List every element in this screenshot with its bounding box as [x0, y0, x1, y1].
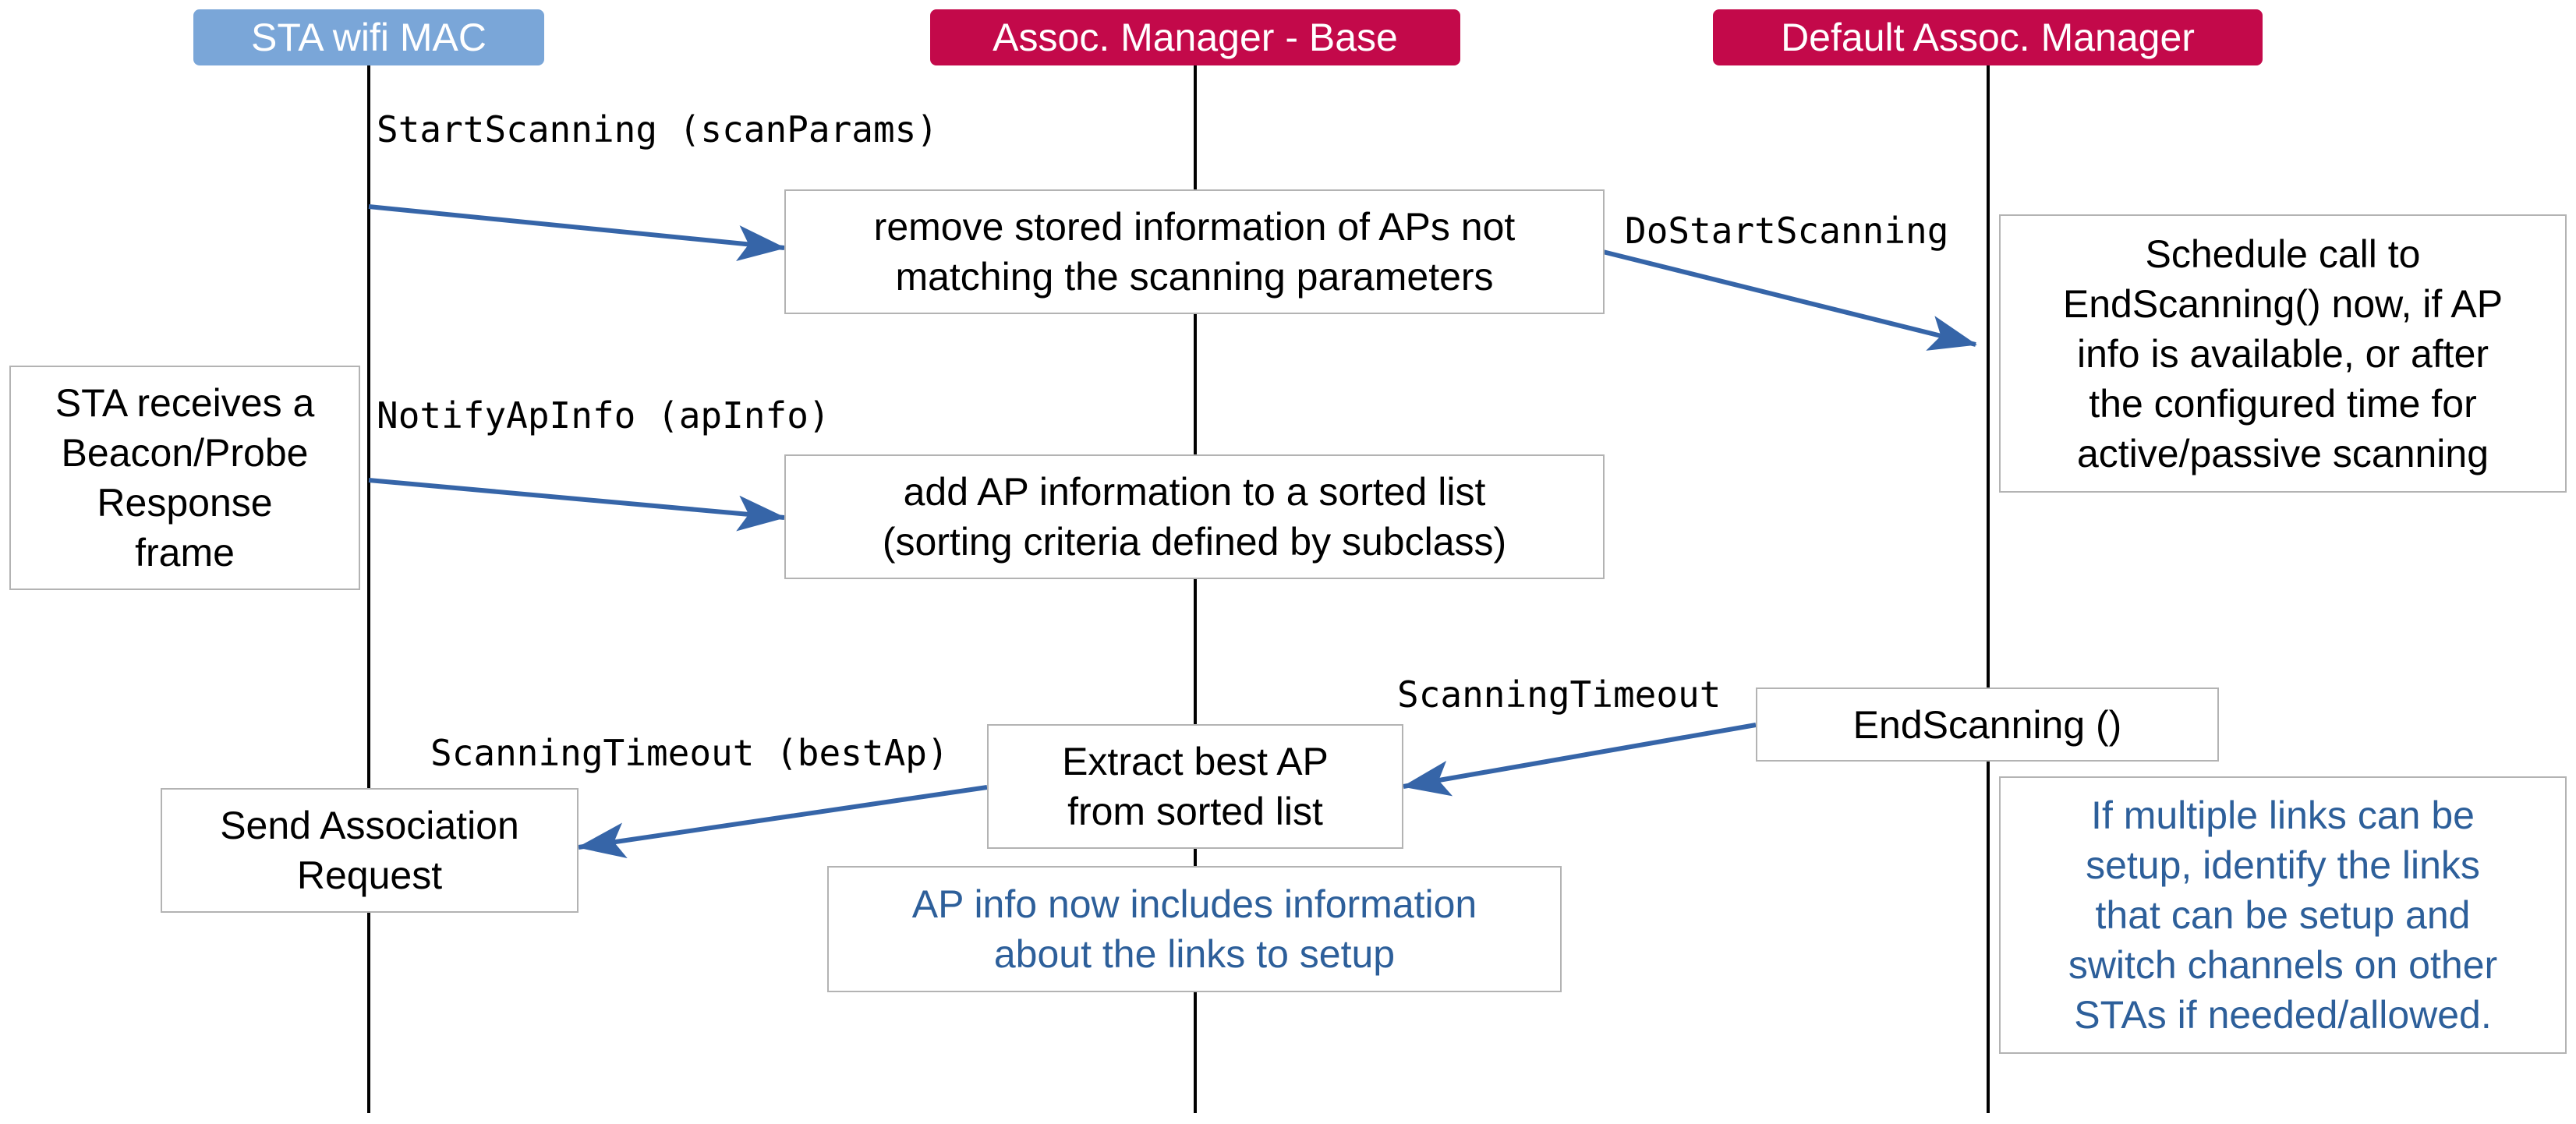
box-line: setup, identify the links — [2086, 843, 2480, 887]
box-line: about the links to setup — [993, 932, 1396, 976]
lane-header-base: Assoc. Manager - Base — [930, 9, 1460, 65]
box-line: the configured time for — [2089, 381, 2477, 426]
box-end-scanning: EndScanning () — [1756, 687, 2219, 762]
message-notify-ap-info: NotifyApInfo (apInfo) — [377, 394, 830, 437]
message-do-start-scanning: DoStartScanning — [1625, 209, 1949, 253]
box-line: Send Association — [220, 804, 519, 847]
box-line: If multiple links can be — [2091, 794, 2475, 837]
box-line: matching the scanning parameters — [895, 255, 1494, 299]
box-line: Extract best AP — [1062, 740, 1329, 783]
lane-header-sta: STA wifi MAC — [193, 9, 544, 65]
box-add-ap-info: add AP information to a sorted list (sort… — [784, 454, 1605, 579]
box-line: Request — [296, 854, 443, 897]
box-line: STA receives a — [55, 381, 315, 425]
box-line: switch channels on other — [2068, 943, 2498, 987]
box-line: EndScanning() now, if AP — [2062, 281, 2503, 326]
box-line: Response — [97, 481, 273, 525]
box-line: AP info now includes information — [911, 882, 1477, 926]
box-line: add AP information to a sorted list — [903, 470, 1486, 514]
arrow-start-scanning — [368, 204, 786, 261]
lane-header-default: Default Assoc. Manager — [1713, 9, 2263, 65]
box-line: Beacon/Probe — [61, 431, 309, 475]
box-line: active/passive scanning — [2076, 431, 2489, 475]
box-line: EndScanning () — [1852, 702, 2122, 747]
message-scanning-timeout-base: ScanningTimeout — [1397, 673, 1721, 716]
message-start-scanning: StartScanning (scanParams) — [377, 108, 939, 151]
box-line: from sorted list — [1067, 790, 1323, 833]
note-ap-info: AP info now includes information about th… — [827, 866, 1562, 992]
note-multi-link: If multiple links can be setup, identify … — [1999, 776, 2567, 1054]
box-remove-info: remove stored information of APs not matc… — [784, 189, 1605, 314]
box-line: frame — [135, 531, 235, 574]
box-schedule-call: Schedule call to EndScanning() now, if AP… — [1999, 214, 2567, 493]
arrow-scanning-timeout-sta — [577, 785, 988, 859]
arrow-do-start-scanning — [1602, 249, 1977, 351]
message-scanning-timeout-sta: ScanningTimeout (bestAp) — [430, 731, 949, 775]
arrow-notify-ap-info — [368, 478, 786, 532]
box-line: (sorting criteria defined by subclass) — [882, 520, 1507, 564]
box-line: remove stored information of APs not — [873, 205, 1516, 249]
box-line: Schedule call to — [2145, 232, 2421, 276]
box-line: info is available, or after — [2076, 331, 2489, 376]
box-line: STAs if needed/allowed. — [2074, 993, 2492, 1037]
arrow-scanning-timeout-base — [1402, 723, 1757, 797]
box-extract-best: Extract best AP from sorted list — [987, 724, 1403, 849]
box-line: that can be setup and — [2095, 893, 2471, 937]
